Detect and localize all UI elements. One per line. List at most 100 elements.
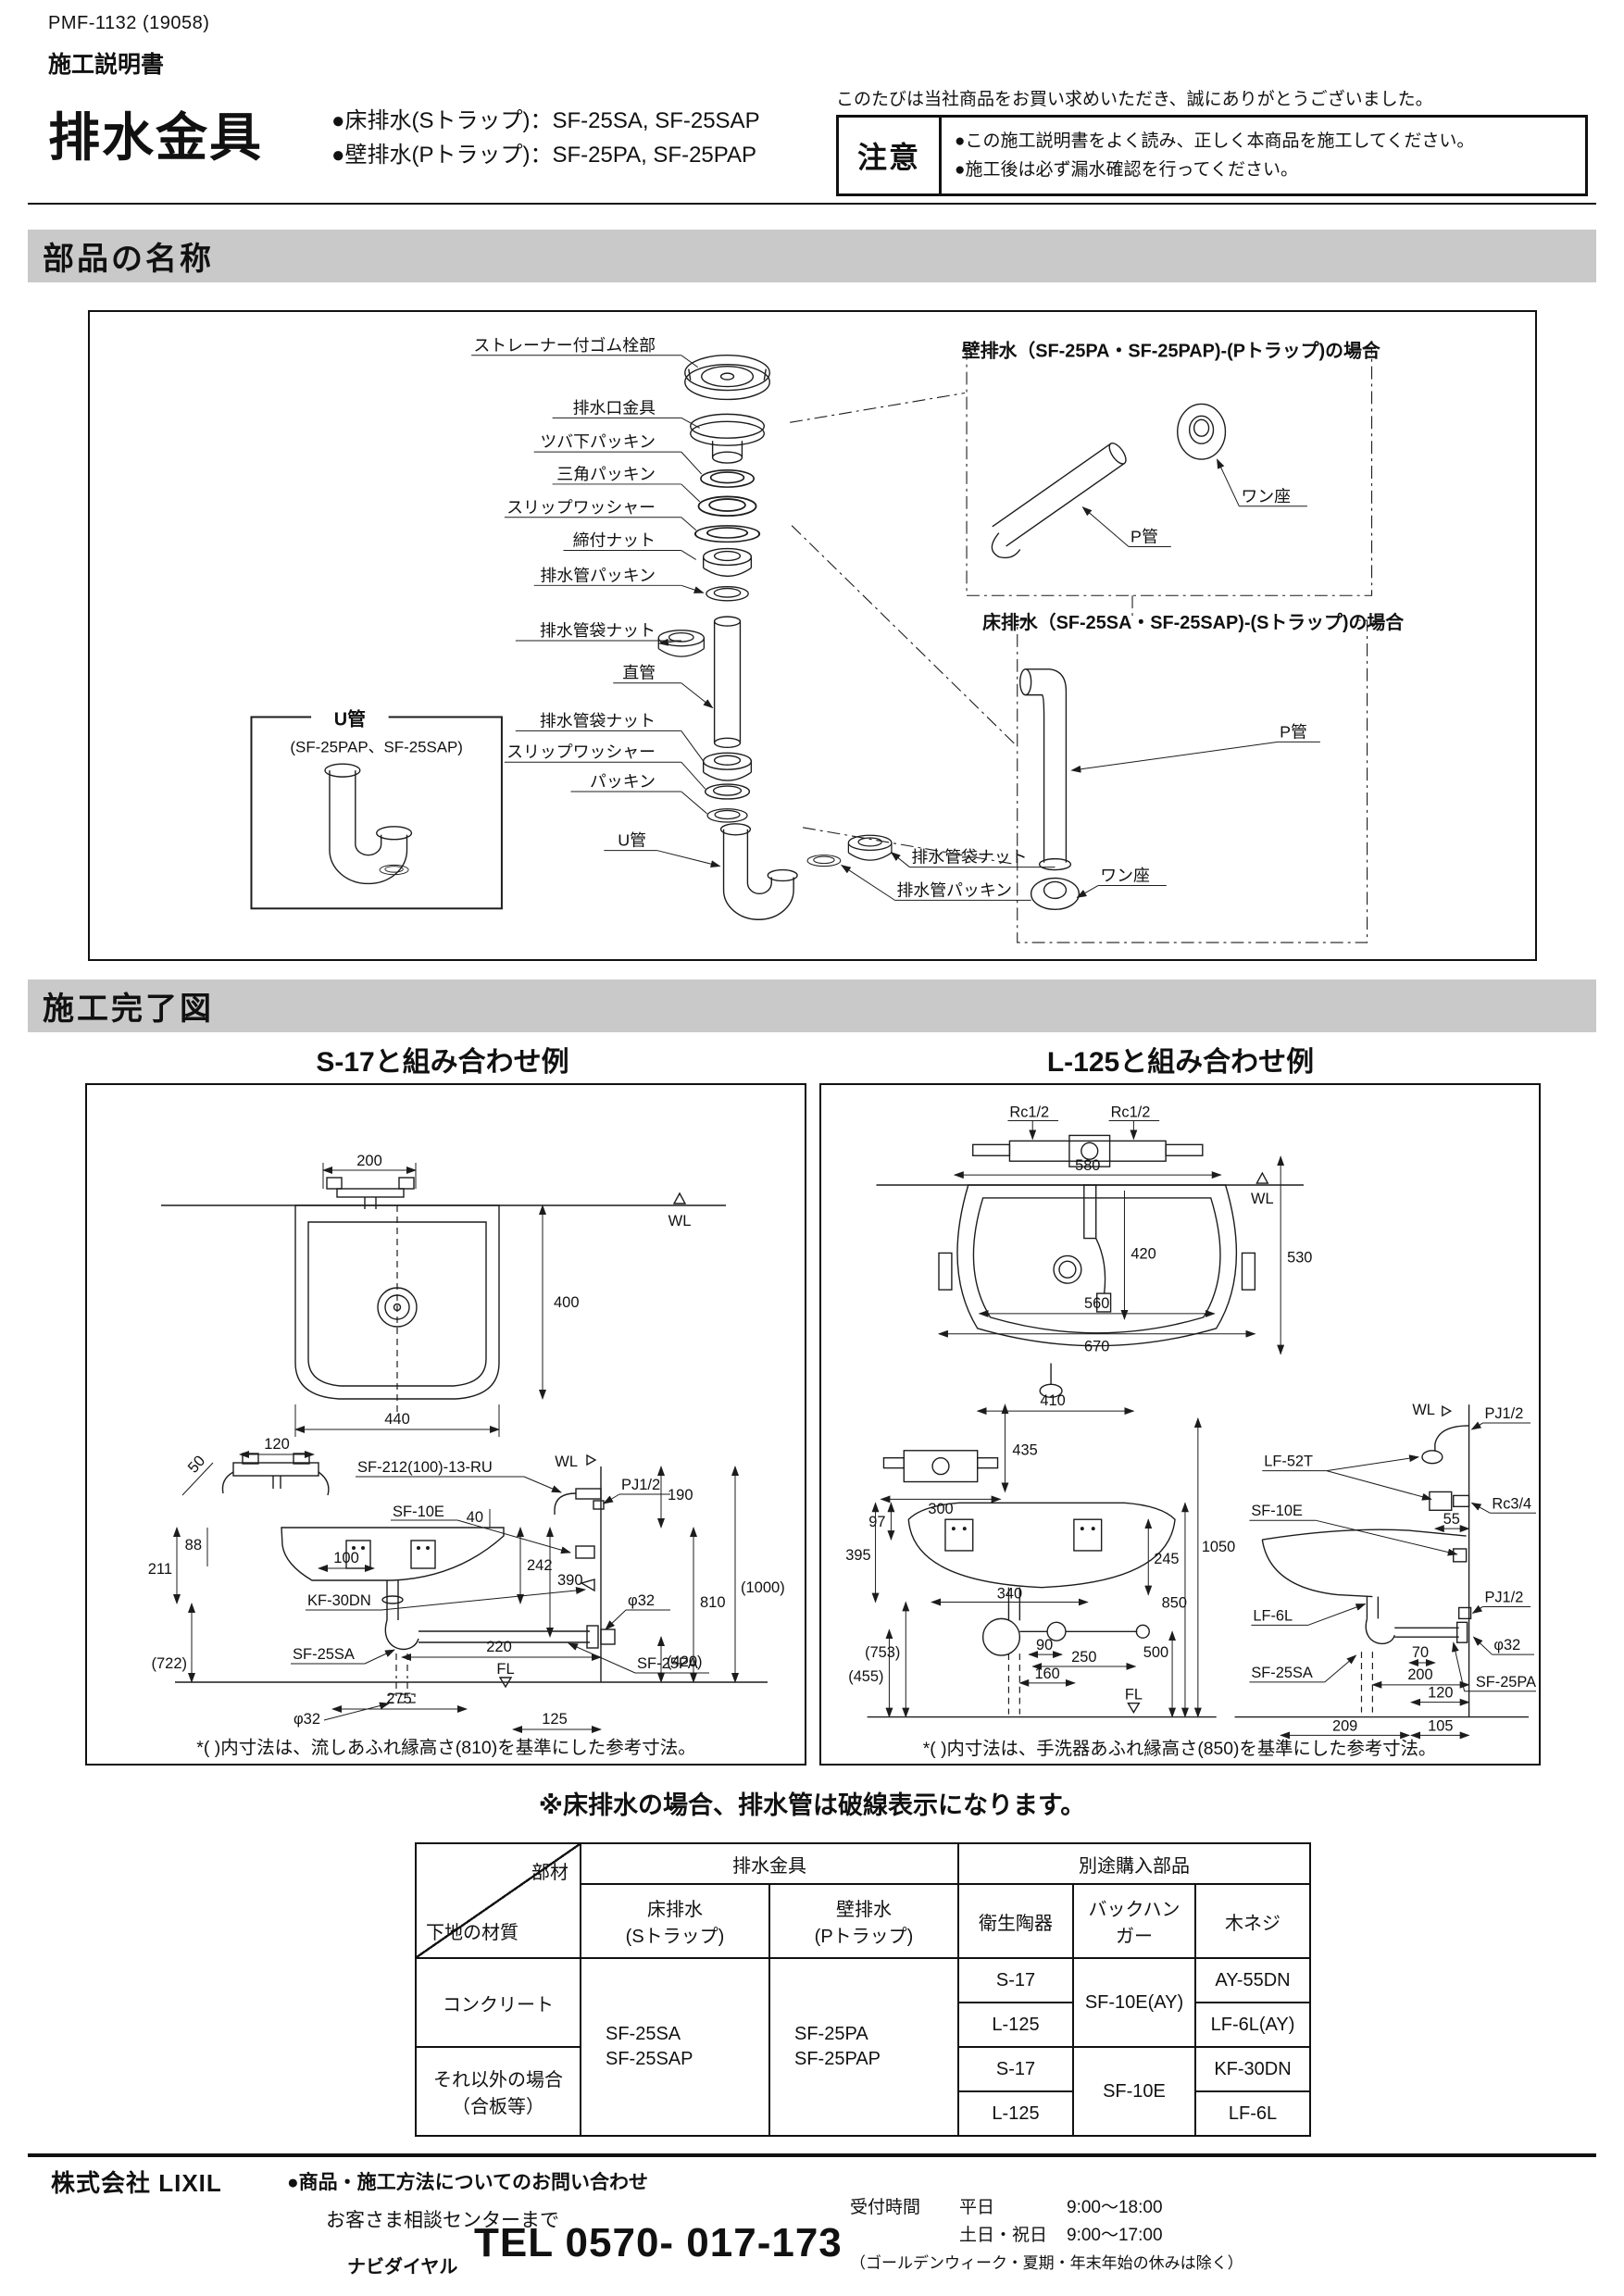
- floor-drain-case-box: 床排水（SF-25SA・SF-25SAP)-(Sトラップ)の場合 P管 ワン座: [982, 609, 1404, 943]
- dim-1000: (1000): [741, 1579, 785, 1596]
- l125-diagram-title: L-125と組み合わせ例: [1046, 1047, 1315, 1078]
- dim-420: 420: [1131, 1245, 1156, 1262]
- s17-diagram-title: S-17と組み合わせ例: [316, 1047, 569, 1078]
- s17-side-view: WL 120 50 SF-212(100)-13-RU PJ1/2 SF-: [148, 1436, 785, 1733]
- label-phi32-wall: φ32: [628, 1592, 655, 1609]
- group-header-separate: 別途購入部品: [957, 1842, 1311, 1885]
- label-pipe-packing-1: 排水管パッキン: [540, 566, 656, 584]
- col-header-ceramic: 衛生陶器: [957, 1883, 1074, 1959]
- fl-label-front: FL: [1125, 1687, 1143, 1703]
- dim-340: 340: [997, 1586, 1022, 1603]
- dim-400: 400: [554, 1294, 580, 1311]
- col-header-screw: 木ネジ: [1194, 1883, 1311, 1959]
- label-straight-pipe: 直管: [622, 664, 656, 682]
- dim-390: 390: [557, 1572, 583, 1589]
- dim-105: 105: [1428, 1717, 1453, 1734]
- section-completed-drawing: 施工完了図: [28, 980, 1596, 1032]
- footer-inquiry-heading: ●商品・施工方法についてのお問い合わせ: [287, 2172, 649, 2193]
- screw-lf6l-ay: LF-6L(AY): [1194, 2002, 1311, 2048]
- footer-navi-dial: ナビダイヤル: [347, 2257, 458, 2277]
- floor-model-1: SF-25SA: [606, 2024, 681, 2044]
- floor-drain-note: ※床排水の場合、排水管は破線表示になります。: [538, 1791, 1086, 1819]
- dim-55: 55: [1443, 1511, 1460, 1528]
- exploded-parts-diagram: ストレーナー付ゴム栓部 排水口金具 ツバ下パッキン 三角パッキン スリップワッシ…: [250, 336, 1404, 943]
- header-divider: [28, 203, 1596, 205]
- label-packing: パッキン: [590, 772, 656, 791]
- caution-title: 注意: [839, 118, 942, 193]
- dim-250: 250: [1071, 1649, 1096, 1666]
- section-parts-title: 部品の名称: [43, 242, 214, 277]
- label-pj12-top: PJ1/2: [1484, 1405, 1523, 1422]
- ceramic-s17-a: S-17: [957, 1957, 1074, 2003]
- col-header-wall: 壁排水 (Pトラップ): [768, 1883, 959, 1959]
- dim-580: 580: [1075, 1157, 1100, 1174]
- screw-kf30dn: KF-30DN: [1194, 2046, 1311, 2092]
- label-sf25pa-l: SF-25PA: [1476, 1674, 1536, 1691]
- s17-diagram: 200 WL 400 440 WL 120 50: [148, 1153, 785, 1758]
- dim-160: 160: [1034, 1666, 1059, 1682]
- label-drain-fitting: 排水口金具: [573, 398, 656, 417]
- label-slip-washer-1: スリップワッシャー: [506, 498, 656, 517]
- s17-front-view: 200 WL 400 440: [161, 1153, 726, 1437]
- screw-ay55dn: AY-55DN: [1194, 1957, 1311, 2003]
- dim-70: 70: [1412, 1644, 1429, 1661]
- dim-200: 200: [356, 1153, 382, 1169]
- caution-box: 注意 ●この施工説明書をよく読み、正しく本商品を施工してください。 ●施工後は必…: [836, 115, 1588, 196]
- caution-body: ●この施工説明書をよく読み、正しく本商品を施工してください。 ●施工後は必ず漏水…: [942, 118, 1585, 193]
- page-title: 排水金具: [48, 108, 263, 167]
- label-kf30dn: KF-30DN: [307, 1592, 371, 1609]
- dim-120: 120: [1428, 1685, 1453, 1702]
- col-header-floor: 床排水 (Sトラップ): [580, 1883, 770, 1959]
- fl-label: FL: [496, 1661, 514, 1678]
- hanger-sf10e-ay: SF-10E(AY): [1072, 1957, 1196, 2048]
- wall-drain-case-box: 壁排水（SF-25PA・SF-25PAP)-(Pトラップ)の場合 ワン座 P管: [962, 337, 1380, 596]
- dim-190: 190: [668, 1487, 693, 1504]
- dim-phi32-floor: φ32: [294, 1711, 320, 1728]
- dim-440: 440: [384, 1411, 410, 1428]
- ceramic-l125-a: L-125: [957, 2002, 1074, 2048]
- dim-242: 242: [527, 1557, 553, 1574]
- footer-center-line: お客さま相談センターまで: [326, 2210, 559, 2231]
- doc-type: 施工説明書: [48, 52, 165, 78]
- l125-installed-side-view: WL PJ1/2 LF-52T Rc3/4 55 SF-10E LF-6L: [1234, 1402, 1536, 1740]
- ceramic-s17-b: S-17: [957, 2046, 1074, 2092]
- dim-435: 435: [1012, 1442, 1037, 1459]
- parts-labels: ストレーナー付ゴム栓部 排水口金具 ツバ下パッキン 三角パッキン スリップワッシ…: [471, 336, 1056, 901]
- col-floor-line2: (Sトラップ): [625, 1927, 725, 1947]
- wall-wanza-label: ワン座: [1241, 487, 1291, 505]
- dim-753: (753): [865, 1644, 900, 1661]
- label-bag-nut-3: 排水管袋ナット: [911, 848, 1027, 867]
- label-pipe-packing-2: 排水管パッキン: [896, 880, 1012, 899]
- col-header-hanger: バックハンガー: [1072, 1883, 1196, 1959]
- dim-120: 120: [264, 1436, 290, 1453]
- hours-note: （ゴールデンウィーク・夏期・年末年始の休みは除く）: [850, 2254, 1243, 2272]
- table-corner-cell: 部材 下地の材質: [415, 1842, 581, 1959]
- s17-diagram-frame: 200 WL 400 440 WL 120 50: [85, 1083, 806, 1766]
- dim-395: 395: [845, 1547, 870, 1564]
- u-pipe-inset-box: U管 (SF-25PAP、SF-25SAP): [250, 705, 503, 910]
- front-wl: WL: [1251, 1191, 1274, 1207]
- label-pj12: PJ1/2: [621, 1477, 660, 1493]
- label-rc12-a: Rc1/2: [1009, 1104, 1049, 1121]
- label-slip-washer-2: スリップワッシャー: [506, 742, 656, 761]
- material-other: それ以外の場合 （合板等）: [415, 2046, 581, 2137]
- label-triangle-packing: 三角パッキン: [556, 465, 656, 483]
- dim-670: 670: [1084, 1339, 1109, 1355]
- exploded-column-drawing: [657, 355, 893, 920]
- wall-model-1: SF-25PA: [794, 2024, 868, 2044]
- material-other-line1: それ以外の場合: [433, 2070, 563, 2090]
- floor-trap-models: SF-25SA SF-25SAP: [580, 1957, 770, 2137]
- group-header-drain: 排水金具: [580, 1842, 959, 1885]
- dim-220: 220: [486, 1639, 512, 1655]
- floor-model-2: SF-25SAP: [606, 2049, 693, 2069]
- section-completed-title: 施工完了図: [43, 992, 214, 1027]
- dim-245: 245: [1154, 1551, 1179, 1567]
- col-wall-line1: 壁排水: [836, 1900, 892, 1920]
- dim-722: (722): [151, 1655, 187, 1672]
- parts-diagram-frame: ストレーナー付ゴム栓部 排水口金具 ツバ下パッキン 三角パッキン スリップワッシ…: [88, 310, 1537, 961]
- case-connector-lines: [790, 392, 1133, 866]
- ceramic-l125-b: L-125: [957, 2090, 1074, 2137]
- l125-diagram-frame: Rc1/2 Rc1/2 580 WL 420 530 560 6: [819, 1083, 1541, 1766]
- l125-front-view: Rc1/2 Rc1/2 580 WL 420 530 560 6: [876, 1104, 1312, 1355]
- product-line-wall: ●壁排水(Pトラップ)：SF-25PA, SF-25PAP: [331, 143, 757, 168]
